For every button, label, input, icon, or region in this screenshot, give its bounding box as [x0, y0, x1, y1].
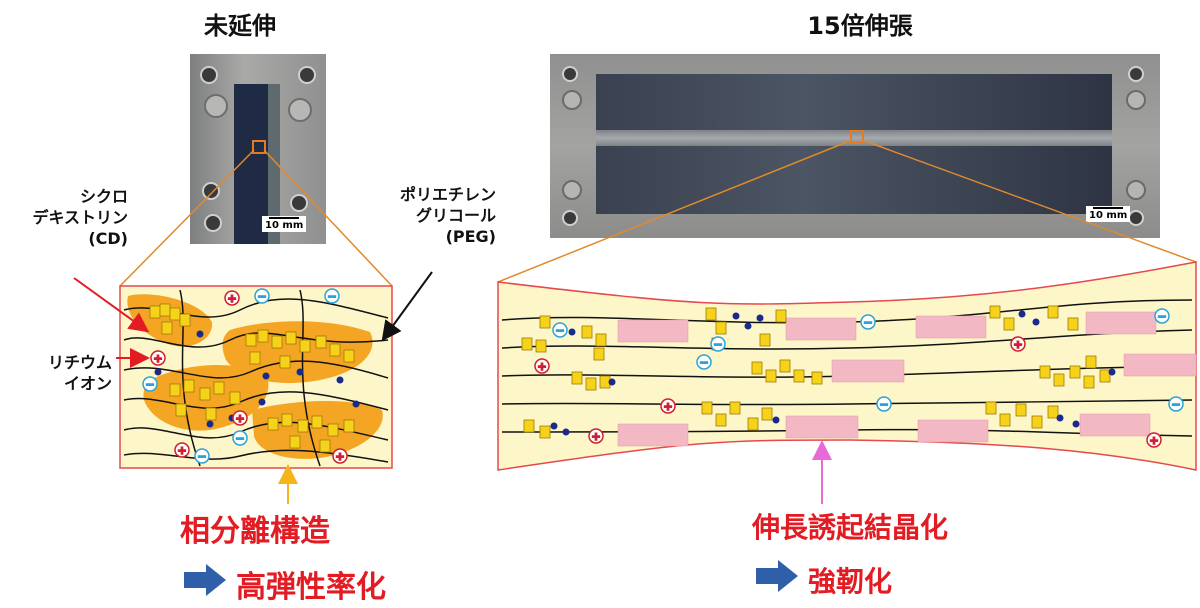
lithium-ions-right: + + + + + — [534, 336, 1162, 448]
cation-sign: + — [335, 450, 344, 463]
cation-sign: + — [177, 444, 186, 457]
lithium-ion-label: リチウム イオン — [47, 353, 112, 393]
anion-sign: − — [1171, 398, 1180, 411]
left-result-arrow — [184, 564, 226, 596]
anion-sign: − — [863, 316, 872, 329]
right-zoom-line-right — [861, 139, 1197, 263]
anion-sign: − — [555, 324, 564, 337]
left-title: 未延伸 — [204, 12, 276, 40]
toughening-text: 強靭化 — [808, 565, 893, 598]
anion-sign: − — [327, 290, 336, 303]
cation-sign: + — [235, 412, 244, 425]
anion-sign: − — [257, 290, 266, 303]
cation-sign: + — [591, 430, 600, 443]
cation-sign: + — [227, 292, 236, 305]
anions-right: −−−−−−− — [552, 308, 1184, 412]
cyclodextrin-label: シクロ デキストリン (CD) — [32, 187, 128, 248]
stretched-sample-photo — [550, 54, 1160, 238]
phase-separated-domains — [127, 294, 383, 459]
left-scale-bar: 10 mm — [262, 216, 307, 232]
high-modulus-text: 高弾性率化 — [236, 570, 386, 605]
peg-pointer-arrow — [381, 271, 433, 342]
anion-sign: − — [197, 450, 206, 463]
cation-sign: + — [537, 360, 546, 373]
left-zoom-line-right — [263, 149, 393, 287]
right-title: 15倍伸張 — [807, 12, 913, 40]
anion-sign: − — [1157, 310, 1166, 323]
cation-sign: + — [153, 352, 162, 365]
cyclodextrin-rings-right — [521, 305, 1111, 439]
anion-sign: − — [235, 432, 244, 445]
cation-sign: + — [1149, 434, 1158, 447]
anion-sign: − — [879, 398, 888, 411]
crystallites-right — [617, 311, 1197, 447]
strain-induced-crystallization-text: 伸長誘起結晶化 — [752, 511, 949, 544]
cation-sign: + — [663, 400, 672, 413]
anion-sign: − — [713, 338, 722, 351]
right-zoom-line-left — [497, 139, 853, 283]
phase-separation-text: 相分離構造 — [180, 514, 330, 549]
cd-pointer-arrow — [73, 277, 150, 333]
left-zoom-line-left — [119, 149, 255, 287]
right-result-arrow — [756, 560, 798, 592]
blue-dots-right — [550, 310, 1116, 436]
right-scale-bar: 10 mm — [1086, 206, 1131, 222]
lithium-ions-left: + + + + + — [150, 290, 348, 464]
anions-left: − − − − − — [142, 288, 340, 464]
anion-sign: − — [145, 378, 154, 391]
cyclodextrin-rings-left — [149, 303, 355, 453]
cation-sign: + — [1013, 338, 1022, 351]
peg-label: ポリエチレン グリコール (PEG) — [399, 185, 496, 246]
anion-sign: − — [699, 356, 708, 369]
